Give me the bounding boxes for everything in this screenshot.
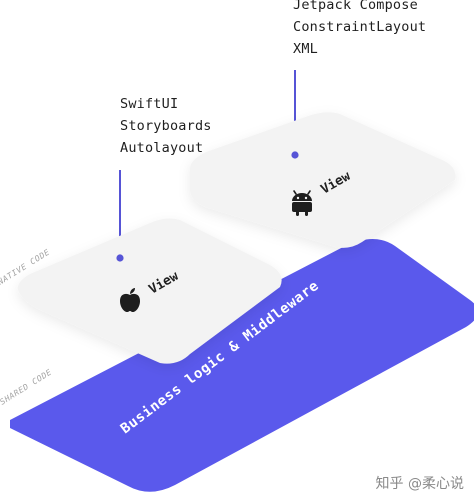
shared-code-label: SHARED CODE	[0, 367, 54, 406]
android-icon	[292, 190, 312, 216]
android-framework-item: ConstraintLayout	[293, 19, 427, 35]
android-framework-item: XML	[293, 41, 318, 57]
ios-framework-item: SwiftUI	[120, 96, 179, 112]
apple-icon	[120, 288, 140, 312]
watermark: 知乎 @柔心说	[375, 476, 464, 492]
ios-view-card	[17, 218, 282, 364]
ios-connector-dot	[116, 254, 124, 262]
android-frameworks-list: Jetpack Compose ConstraintLayout XML	[293, 0, 426, 60]
ios-frameworks-list: SwiftUI Storyboards Autolayout	[120, 93, 212, 159]
android-connector-dot	[291, 151, 299, 159]
shared-layer-slab	[10, 239, 474, 492]
ios-framework-item: Storyboards	[120, 118, 212, 134]
ios-framework-item: Autolayout	[120, 140, 204, 156]
android-framework-item: Jetpack Compose	[293, 0, 418, 13]
android-view-card	[190, 112, 456, 248]
